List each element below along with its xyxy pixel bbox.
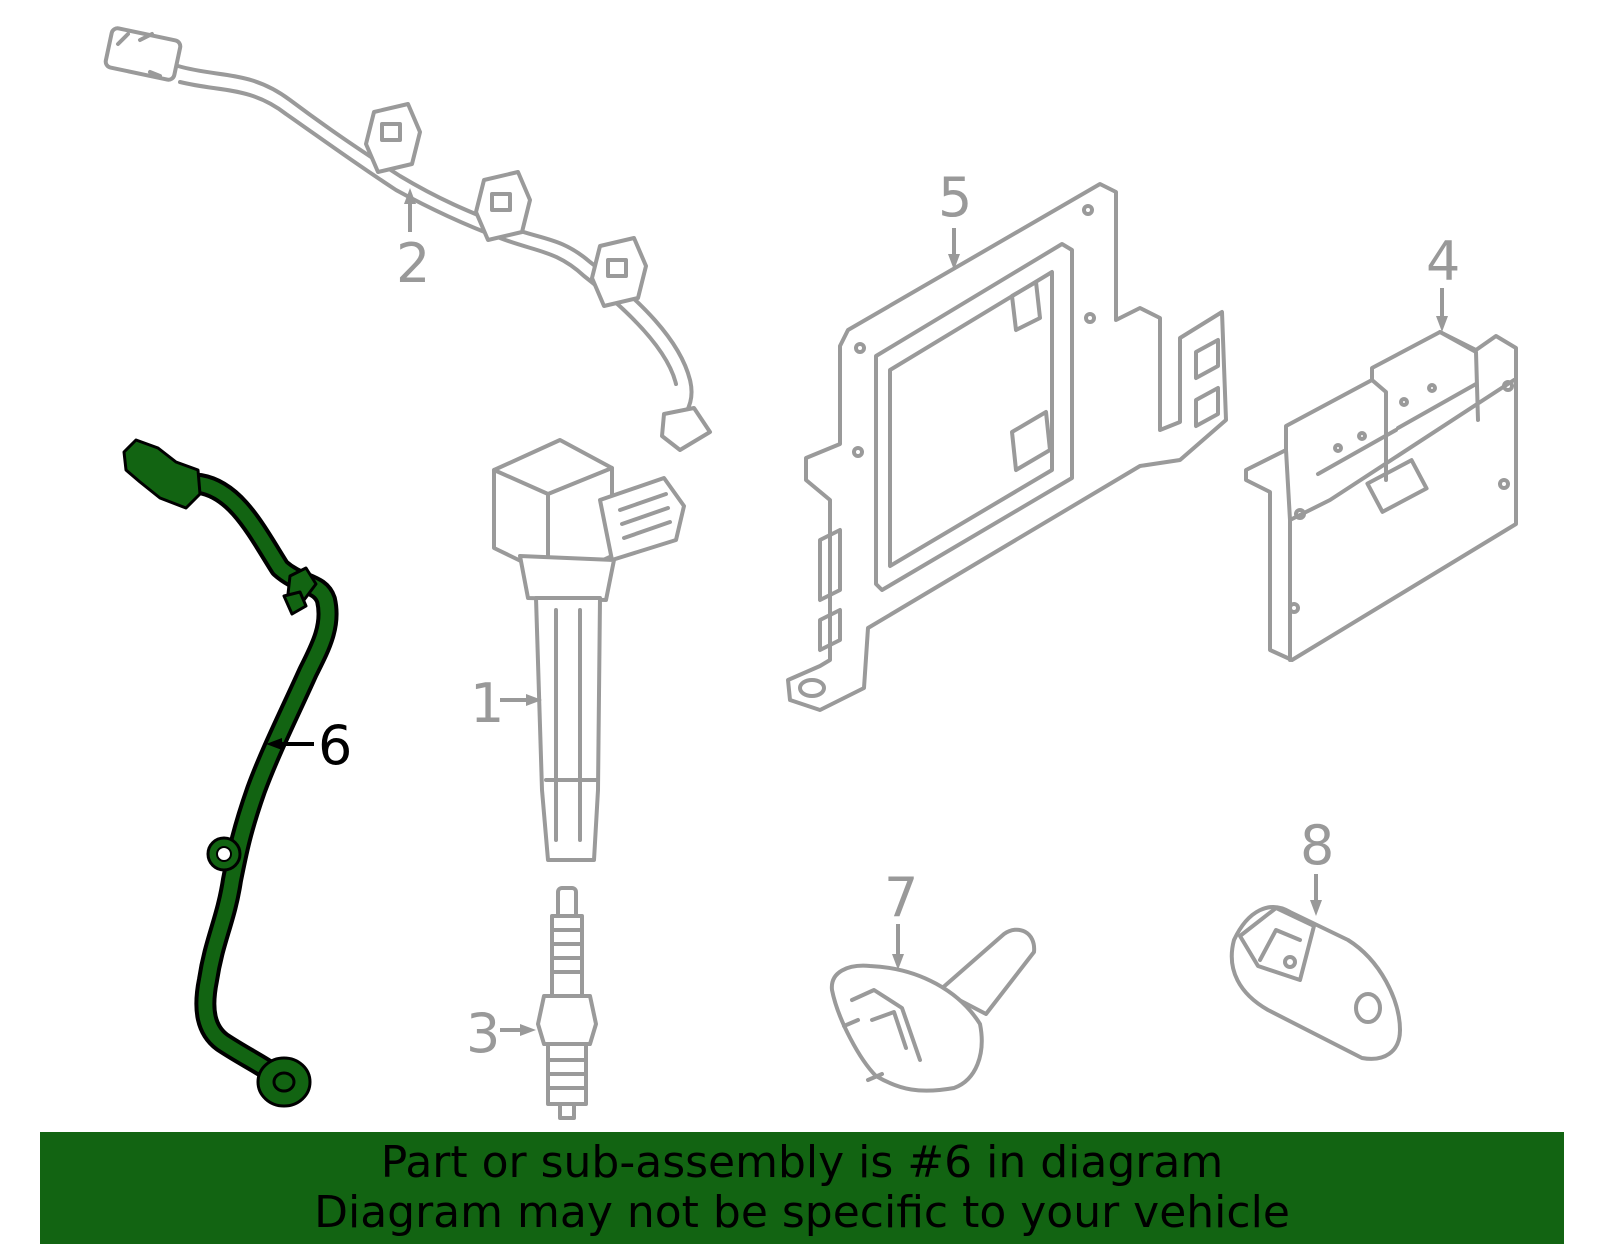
callout-5: 5	[938, 166, 972, 270]
callout-4: 4	[1426, 230, 1460, 332]
svg-text:2: 2	[396, 232, 430, 295]
callout-3: 3	[466, 1002, 536, 1065]
callout-8: 8	[1300, 814, 1334, 916]
svg-text:3: 3	[466, 1002, 500, 1065]
banner-line-2: Diagram may not be specific to your vehi…	[314, 1187, 1290, 1238]
part-4-ecm[interactable]	[1244, 330, 1518, 662]
part-5-ecm-bracket[interactable]	[786, 182, 1228, 712]
svg-text:6: 6	[318, 714, 352, 777]
callout-7: 7	[884, 866, 918, 970]
part-8-camshaft-sensor[interactable]	[1229, 905, 1402, 1061]
svg-text:4: 4	[1426, 230, 1460, 293]
part-2-wiring-harness[interactable]	[103, 26, 712, 452]
banner-line-1: Part or sub-assembly is #6 in diagram	[380, 1137, 1224, 1188]
part-7-crankshaft-sensor[interactable]	[829, 927, 1037, 1093]
part-1-ignition-coil[interactable]	[492, 438, 686, 862]
info-banner: Part or sub-assembly is #6 in diagram Di…	[40, 1132, 1564, 1244]
svg-text:1: 1	[470, 672, 504, 735]
part-6-knock-sensor-highlighted[interactable]	[122, 438, 339, 1108]
svg-text:8: 8	[1300, 814, 1334, 877]
svg-text:7: 7	[884, 866, 918, 929]
callout-2: 2	[396, 188, 430, 295]
callout-6: 6	[266, 714, 352, 777]
part-3-spark-plug[interactable]	[536, 886, 598, 1120]
svg-text:5: 5	[938, 166, 972, 229]
callout-1: 1	[470, 672, 542, 735]
